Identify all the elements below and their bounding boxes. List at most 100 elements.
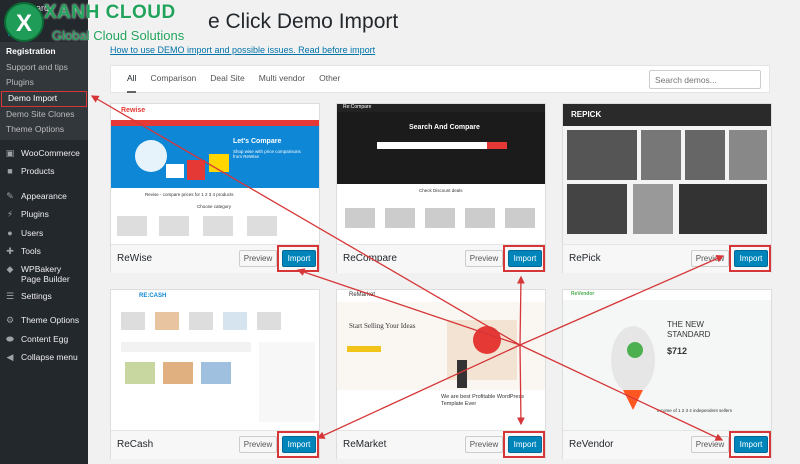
admin-sidebar: board Pe Registration Support and tips P…: [0, 0, 88, 464]
tab-comparison[interactable]: Comparison: [150, 73, 197, 83]
demo-thumbnail-recompare[interactable]: Re:Compare Search And Compare Check Disc…: [337, 104, 545, 244]
dashboard-label[interactable]: board: [26, 3, 50, 13]
preview-button[interactable]: Preview: [691, 436, 729, 453]
sidebar-item-plugins[interactable]: ⚡Plugins: [6, 209, 49, 220]
import-highlight-box: [503, 245, 545, 272]
demo-card-repick: REPICK RePick Preview Import: [562, 103, 772, 273]
revendor-headline-1: THE NEW: [667, 320, 704, 329]
egg-icon: ⬬: [6, 333, 14, 344]
wpbakery-icon: ◆: [6, 263, 14, 274]
demo-card-remarket: ReMarket Start Selling Your Ideas We are…: [336, 289, 546, 459]
import-highlight-box: [277, 245, 319, 272]
rewise-logo-text: Rewise: [121, 107, 146, 114]
demo-thumbnail-repick[interactable]: REPICK: [563, 104, 771, 244]
tools-icon: ✚: [6, 246, 14, 257]
search-demos-input[interactable]: [649, 70, 761, 89]
import-button[interactable]: Import: [734, 250, 768, 267]
revendor-logo-text: ReVendor: [571, 291, 595, 297]
import-highlight-box: [503, 431, 545, 458]
help-link[interactable]: How to use DEMO import and possible issu…: [110, 45, 376, 55]
revendor-price: $712: [667, 346, 688, 356]
settings-icon: ☰: [5, 290, 15, 301]
demo-card-footer: ReCompare Preview Import: [337, 244, 545, 273]
submenu-registration[interactable]: Registration: [6, 46, 56, 56]
rewise-headline: Let's Compare: [233, 138, 282, 145]
main-menu: ▣WooCommerce ■Products ✎Appearance ⚡Plug…: [0, 140, 88, 367]
sidebar-item-content-egg[interactable]: ⬬Content Egg: [6, 333, 69, 344]
recompare-headline: Search And Compare: [409, 124, 480, 131]
sidebar-item-settings[interactable]: ☰Settings: [5, 290, 52, 301]
preview-button[interactable]: Preview: [465, 436, 503, 453]
sidebar-item-users[interactable]: ●Users: [0, 224, 88, 243]
sidebar-item-tools[interactable]: ✚Tools: [6, 246, 41, 257]
tab-multi-vendor[interactable]: Multi vendor: [258, 73, 306, 83]
demo-card-recash: RE:CASH ReCash Preview Import: [110, 289, 320, 459]
woo-icon: ▣: [5, 147, 15, 158]
demo-card-rewise: Rewise Let's Compare Shop wise with pric…: [110, 103, 320, 273]
import-button[interactable]: Import: [282, 436, 316, 453]
demo-card-footer: ReVendor Preview Import: [563, 430, 771, 459]
products-icon: ■: [7, 166, 13, 177]
repick-logo-text: REPICK: [571, 110, 602, 119]
tab-all[interactable]: All: [127, 65, 137, 93]
demo-name: ReCash: [117, 439, 154, 450]
remarket-bottom-text: We are best Profitable WordPress Templat…: [441, 394, 524, 407]
submenu-demo-import[interactable]: Demo Import: [1, 90, 87, 107]
import-highlight-box: [729, 431, 771, 458]
demo-card-footer: RePick Preview Import: [563, 244, 771, 273]
sidebar-collapse-menu[interactable]: ◀Collapse menu: [6, 352, 78, 363]
remarket-logo-text: ReMarket: [349, 292, 376, 298]
submenu-theme-options[interactable]: Theme Options: [6, 124, 65, 134]
preview-button[interactable]: Preview: [239, 436, 277, 453]
demo-name: RePick: [569, 253, 601, 264]
demo-thumbnail-revendor[interactable]: ReVendor THE NEW STANDARD $712 Income of…: [563, 290, 771, 430]
demo-card-revendor: ReVendor THE NEW STANDARD $712 Income of…: [562, 289, 772, 459]
brush-icon: ✎: [6, 190, 14, 201]
sidebar-dashboard-header: board Pe: [0, 0, 88, 42]
main-content: e Click Demo Import How to use DEMO impo…: [88, 0, 800, 464]
rewise-subtext: Shop wise with price comparisons from Re…: [233, 149, 301, 159]
revendor-caption: Income of 1 2 3 4 independent sellers: [657, 408, 733, 413]
demo-card-footer: ReMarket Preview Import: [337, 430, 545, 459]
submenu-demo-site-clones[interactable]: Demo Site Clones: [6, 108, 75, 119]
preview-button[interactable]: Preview: [691, 250, 729, 267]
tab-other[interactable]: Other: [319, 73, 341, 83]
recash-logo-text: RE:CASH: [139, 293, 167, 299]
gear-icon: ⚙: [5, 315, 15, 326]
users-icon: ●: [7, 227, 13, 238]
demo-card-footer: ReWise Preview Import: [111, 244, 319, 273]
recompare-section-title: Check Discount deals: [419, 188, 463, 193]
import-button[interactable]: Import: [734, 436, 768, 453]
demo-thumbnail-rewise[interactable]: Rewise Let's Compare Shop wise with pric…: [111, 104, 319, 244]
demo-thumbnail-remarket[interactable]: ReMarket Start Selling Your Ideas We are…: [337, 290, 545, 430]
recompare-logo-text: Re:Compare: [343, 104, 372, 110]
submenu-support-and-tips[interactable]: Support and tips: [6, 61, 68, 72]
preview-button[interactable]: Preview: [465, 250, 503, 267]
remarket-headline: Start Selling Your Ideas: [349, 322, 416, 330]
rewise-section-title: Choose category: [197, 204, 232, 209]
plugin-icon: ⚡: [6, 209, 14, 220]
submenu-plugins[interactable]: Plugins: [6, 77, 34, 87]
import-highlight-box: [277, 431, 319, 458]
sidebar-item-products[interactable]: ■Products: [0, 162, 88, 181]
demo-card-footer: ReCash Preview Import: [111, 430, 319, 459]
import-highlight-box: [729, 245, 771, 272]
demo-name: ReMarket: [343, 439, 387, 450]
demo-name: ReVendor: [569, 439, 614, 450]
revendor-headline-2: STANDARD: [667, 330, 711, 339]
demo-card-recompare: Re:Compare Search And Compare Check Disc…: [336, 103, 546, 273]
sidebar-item-wpbakery[interactable]: ◆WPBakery Page Builder: [6, 263, 70, 284]
sidebar-item-woocommerce[interactable]: ▣WooCommerce: [5, 147, 80, 158]
demo-thumbnail-recash[interactable]: RE:CASH: [111, 290, 319, 430]
collapse-icon: ◀: [6, 352, 14, 363]
theme-badge: Pe: [8, 20, 26, 36]
tab-deal-site[interactable]: Deal Site: [210, 73, 245, 83]
page-title: e Click Demo Import: [208, 10, 399, 33]
sidebar-item-appearance[interactable]: ✎Appearance: [6, 190, 67, 201]
demo-filter-bar: All Comparison Deal Site Multi vendor Ot…: [110, 65, 770, 93]
preview-button[interactable]: Preview: [239, 250, 277, 267]
rewise-caption: Revise - compare prices for 1 2 3 4 prod…: [145, 192, 234, 197]
sidebar-item-theme-options[interactable]: ⚙Theme Options: [5, 315, 80, 326]
demo-name: ReCompare: [343, 253, 397, 264]
theme-submenu: Registration Support and tips Plugins De…: [0, 42, 88, 140]
